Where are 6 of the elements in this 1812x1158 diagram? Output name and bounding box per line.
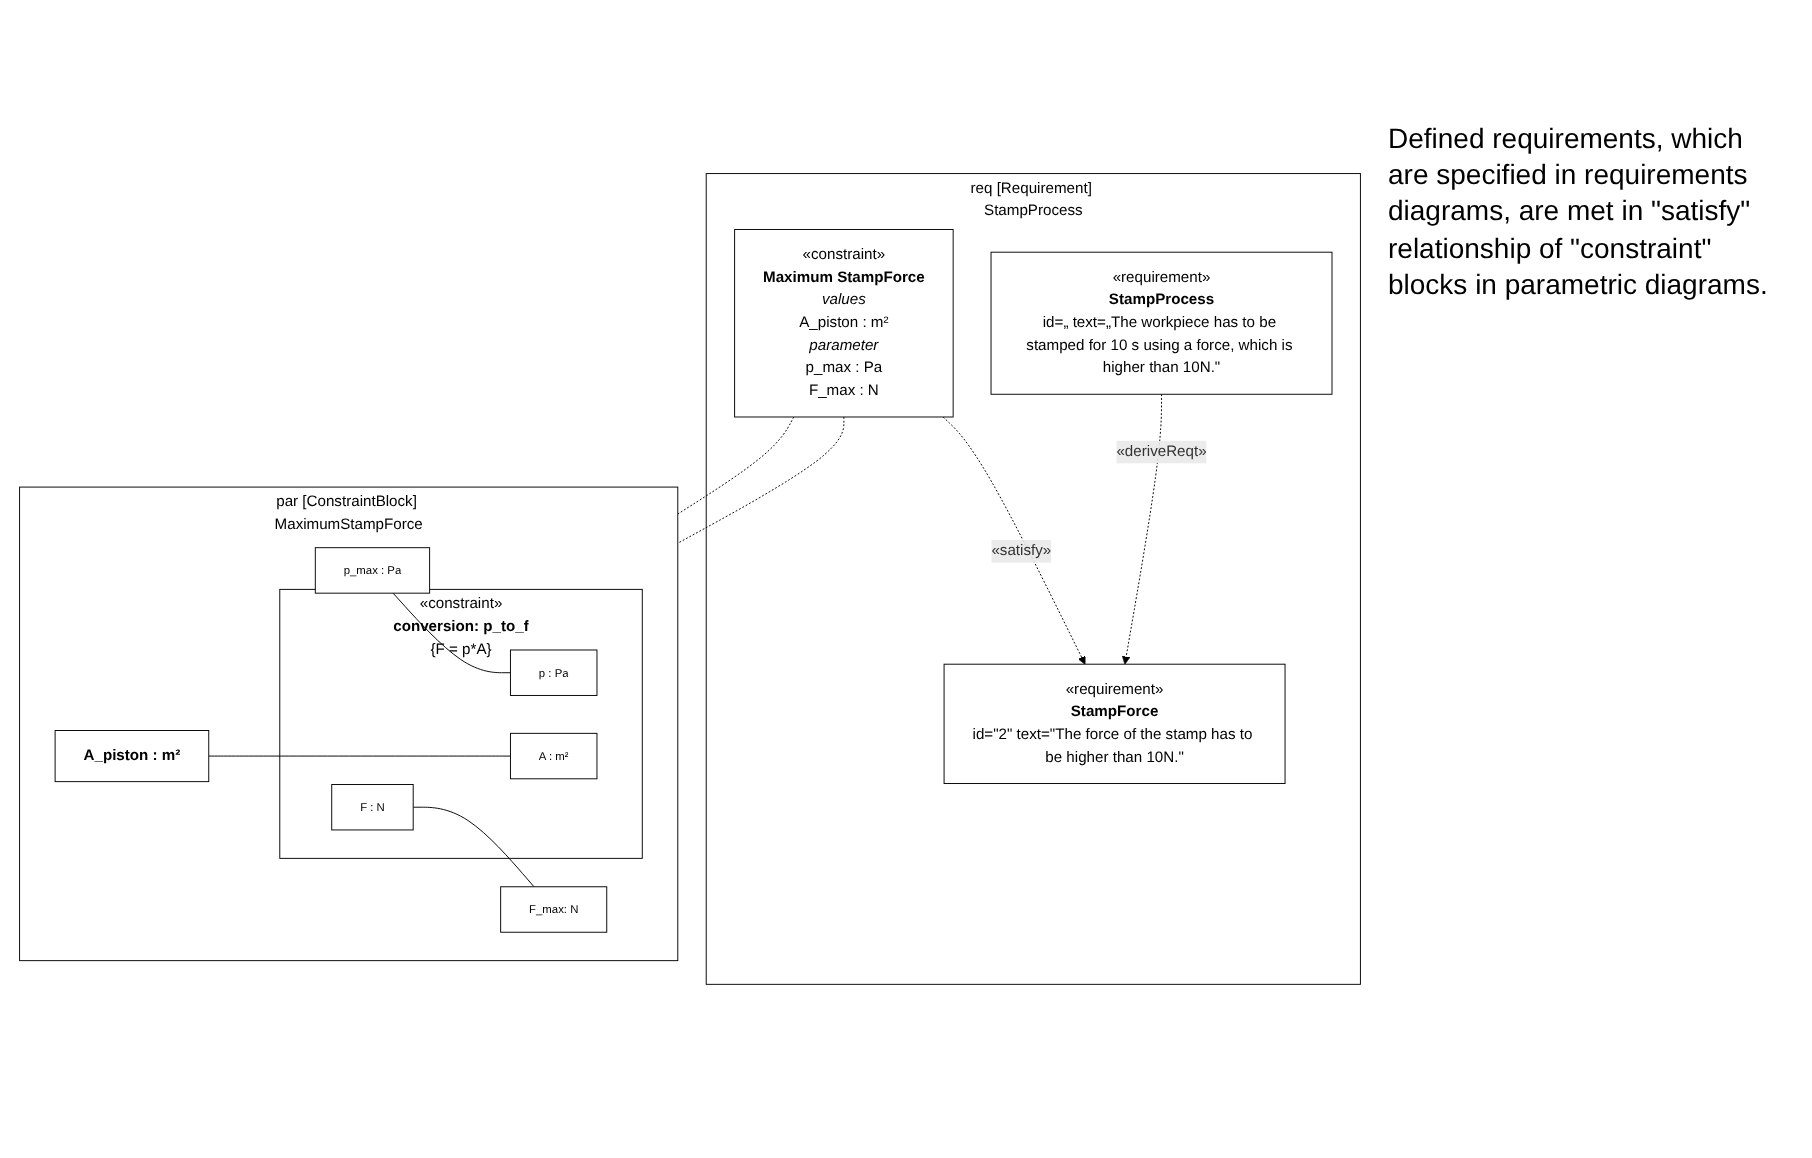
connector <box>412 806 535 888</box>
connector <box>677 416 845 544</box>
note-text: Defined requirements, which are specified in requirements diagrams, are met in "satisfy" relationship of "constraint" blocks in parametric diagrams. <box>1388 120 1770 302</box>
connector <box>392 592 511 674</box>
connector <box>208 755 511 757</box>
connector <box>677 416 795 515</box>
